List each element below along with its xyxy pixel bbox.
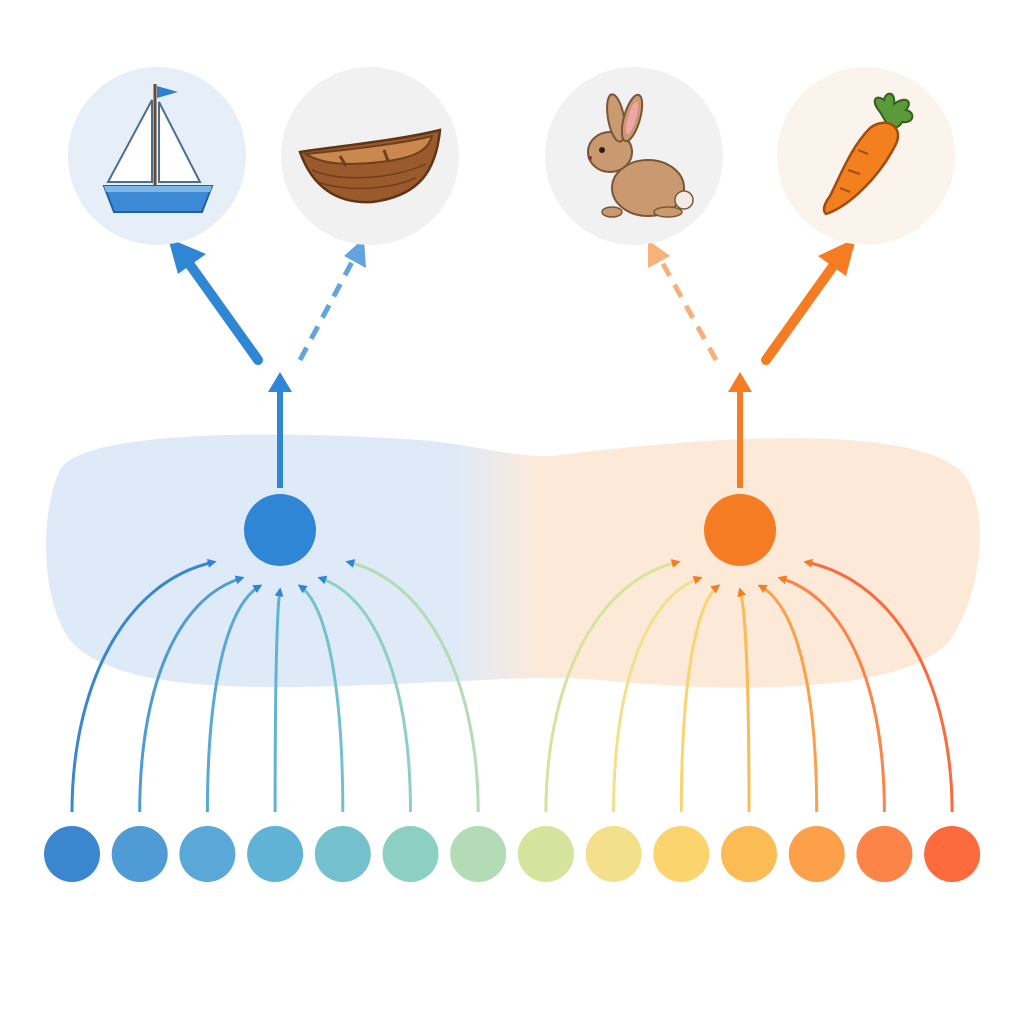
input-node-3	[179, 826, 236, 882]
rabbit-bubble	[545, 67, 723, 245]
input-connection-4	[273, 587, 284, 813]
input-connections	[70, 558, 954, 813]
sailboat-icon	[102, 84, 214, 213]
input-node-13	[856, 826, 913, 882]
rabbit-icon	[587, 93, 694, 218]
input-connection-9	[612, 575, 703, 813]
input-layer	[44, 826, 981, 882]
carrot-icon	[822, 92, 914, 216]
arrow-to-rabbit-weak	[659, 260, 719, 362]
input-node-5	[314, 826, 371, 882]
input-connection-8	[544, 559, 681, 813]
hidden-node-right	[704, 494, 776, 566]
output-carrot	[777, 67, 955, 245]
input-node-9	[585, 826, 642, 882]
input-node-7	[450, 826, 507, 882]
input-node-2	[111, 826, 168, 882]
output-arrows	[168, 238, 856, 365]
output-rabbit	[545, 67, 723, 245]
input-connection-11	[737, 587, 751, 813]
input-connection-14	[803, 558, 954, 813]
arrow-to-carrot-strong	[761, 257, 841, 365]
hidden-node-left	[244, 494, 316, 566]
input-connection-7	[345, 559, 480, 813]
rowboat-icon	[298, 128, 442, 204]
input-connection-6	[317, 575, 412, 813]
input-node-10	[653, 826, 710, 882]
hidden-to-junction-arrows	[268, 372, 752, 488]
arrow-to-rabbit-head	[648, 240, 670, 268]
activation-region	[46, 434, 980, 688]
arrow-to-rowboat-weak	[297, 260, 355, 362]
input-connection-3	[205, 584, 263, 813]
input-connection-1	[70, 558, 217, 813]
input-connection-12	[757, 584, 819, 813]
input-connection-2	[138, 575, 245, 813]
input-node-11	[721, 826, 777, 882]
input-node-8	[517, 826, 574, 882]
up-arrow-right-head	[728, 372, 752, 392]
input-connection-13	[777, 575, 886, 813]
input-connection-5	[297, 584, 345, 813]
input-node-12	[788, 826, 845, 882]
input-node-14	[924, 826, 981, 882]
input-node-1	[44, 826, 100, 882]
arrow-to-sailboat-strong	[183, 257, 263, 365]
arrow-to-sailboat-head	[168, 238, 206, 274]
output-rowboat	[281, 67, 459, 245]
up-arrow-left-head	[268, 372, 292, 392]
input-node-6	[382, 826, 439, 882]
arrow-to-rowboat-head	[344, 238, 366, 268]
input-node-4	[247, 826, 304, 882]
output-sailboat	[68, 67, 246, 245]
arrow-to-carrot-head	[818, 238, 856, 276]
input-connection-10	[679, 584, 721, 813]
